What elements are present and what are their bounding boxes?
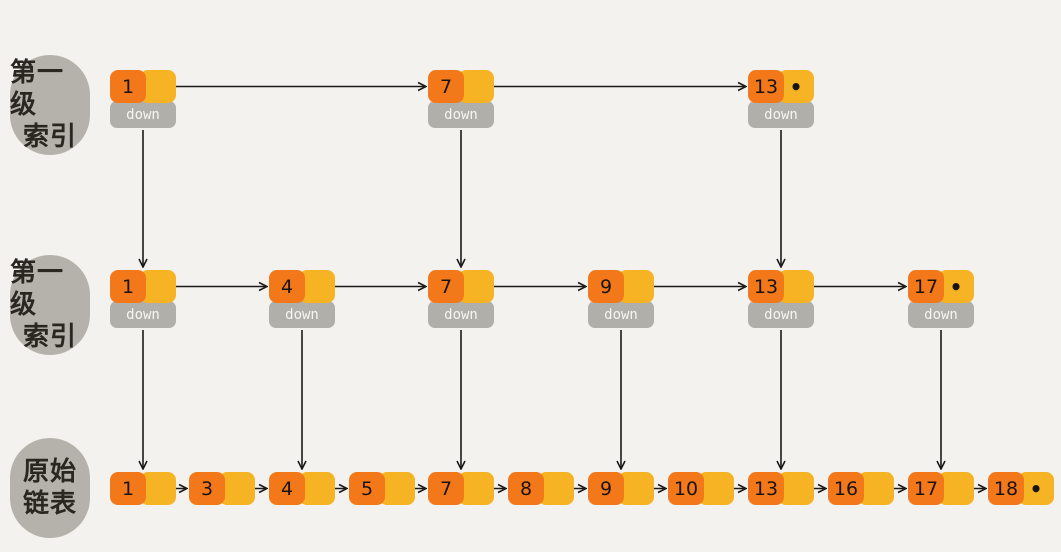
- level2-node-value: 1: [110, 270, 146, 303]
- base-node-value: 3: [189, 472, 225, 505]
- level2-index-label-line2: 索引: [22, 322, 77, 352]
- level2-next-pointer: [299, 270, 335, 303]
- base-node-7: 7: [428, 472, 494, 505]
- base-node-value: 5: [349, 472, 385, 505]
- level2-index-label-line1: 第一级: [10, 258, 65, 320]
- level1-down-pointer: down: [748, 101, 814, 128]
- base-next-pointer: [778, 472, 814, 505]
- level2-next-pointer: •: [938, 270, 974, 303]
- base-next-pointer: [379, 472, 415, 505]
- level2-down-pointer: down: [110, 301, 176, 328]
- base-node-1: 1: [110, 472, 176, 505]
- base-node-13: 13: [748, 472, 814, 505]
- level2-node-value: 4: [269, 270, 305, 303]
- base-node-value: 4: [269, 472, 305, 505]
- base-list-label: 原始 链表: [10, 438, 90, 538]
- level2-down-pointer: down: [428, 301, 494, 328]
- base-next-pointer: [538, 472, 574, 505]
- level2-node-value: 17: [908, 270, 944, 303]
- base-node-value: 17: [908, 472, 944, 505]
- base-node-16: 16: [828, 472, 894, 505]
- base-next-pointer: [858, 472, 894, 505]
- level2-next-pointer: [778, 270, 814, 303]
- base-next-pointer: [458, 472, 494, 505]
- level1-index-label-line2: 索引: [22, 122, 77, 152]
- level1-node-value: 13: [748, 70, 784, 103]
- base-node-18: 18•: [988, 472, 1054, 505]
- base-node-value: 18: [988, 472, 1024, 505]
- base-next-pointer: [140, 472, 176, 505]
- base-node-value: 9: [588, 472, 624, 505]
- base-node-9: 9: [588, 472, 654, 505]
- base-node-value: 16: [828, 472, 864, 505]
- base-node-value: 7: [428, 472, 464, 505]
- level1-next-pointer: •: [778, 70, 814, 103]
- base-node-value: 13: [748, 472, 784, 505]
- base-next-pointer: [938, 472, 974, 505]
- level1-node-13: 13•down: [748, 70, 814, 128]
- base-next-pointer: [618, 472, 654, 505]
- level2-node-value: 9: [588, 270, 624, 303]
- level2-next-pointer: [458, 270, 494, 303]
- base-next-pointer: [299, 472, 335, 505]
- base-node-3: 3: [189, 472, 255, 505]
- level2-index-label: 第一级 索引: [10, 255, 90, 355]
- base-node-4: 4: [269, 472, 335, 505]
- level2-down-pointer: down: [269, 301, 335, 328]
- base-next-pointer: [219, 472, 255, 505]
- level1-index-label: 第一级 索引: [10, 55, 90, 155]
- base-node-value: 10: [668, 472, 704, 505]
- level2-down-pointer: down: [908, 301, 974, 328]
- level1-down-pointer: down: [110, 101, 176, 128]
- level2-node-17: 17•down: [908, 270, 974, 328]
- base-node-value: 8: [508, 472, 544, 505]
- base-node-5: 5: [349, 472, 415, 505]
- level1-node-value: 7: [428, 70, 464, 103]
- base-node-8: 8: [508, 472, 574, 505]
- level2-down-pointer: down: [588, 301, 654, 328]
- base-node-17: 17: [908, 472, 974, 505]
- level2-next-pointer: [618, 270, 654, 303]
- base-list-label-line2: 链表: [22, 489, 77, 519]
- base-next-pointer: [698, 472, 734, 505]
- level2-node-value: 7: [428, 270, 464, 303]
- base-node-10: 10: [668, 472, 734, 505]
- level1-next-pointer: [458, 70, 494, 103]
- level1-next-pointer: [140, 70, 176, 103]
- level2-next-pointer: [140, 270, 176, 303]
- level1-index-label-line1: 第一级: [10, 58, 65, 120]
- level1-down-pointer: down: [428, 101, 494, 128]
- base-list-label-line1: 原始: [22, 457, 77, 487]
- base-node-value: 1: [110, 472, 146, 505]
- level2-node-value: 13: [748, 270, 784, 303]
- base-next-pointer: •: [1018, 472, 1054, 505]
- level1-node-value: 1: [110, 70, 146, 103]
- level2-down-pointer: down: [748, 301, 814, 328]
